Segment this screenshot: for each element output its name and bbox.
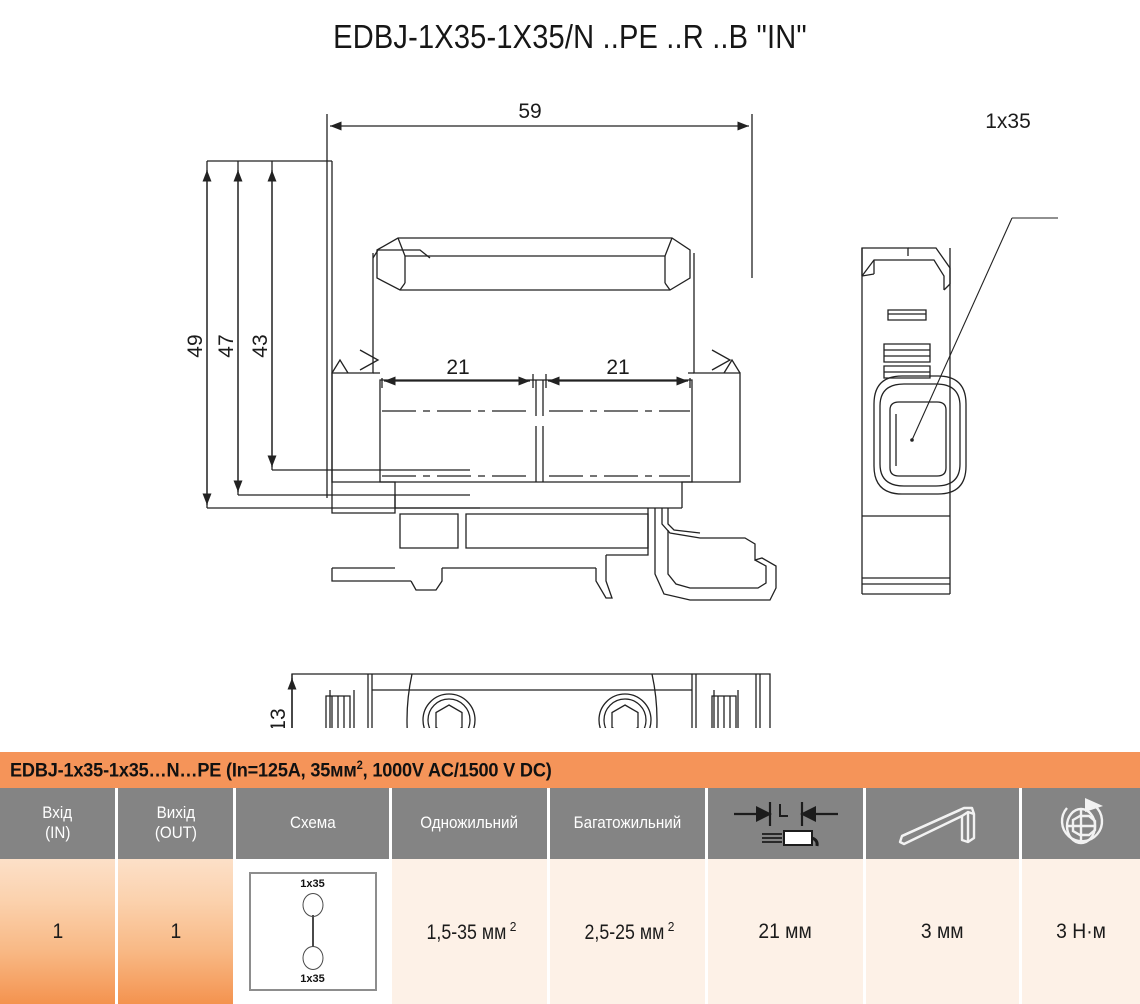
specification-table: EDBJ-1x35-1x35…N…PE (In=125A, 35мм2, 100… [0,752,1140,1004]
dim-21-right [545,374,691,388]
dim-49 [202,160,480,509]
dim-47 [233,161,470,496]
cell-output-count: 1 [118,859,236,1004]
schema-connection-line [311,915,314,948]
schema-terminal-bottom [302,946,323,970]
table-title-text: EDBJ-1x35-1x35…N…PE (In=125A, 35мм2, 100… [10,757,552,782]
column-header-hex-key [866,788,1022,859]
cell-input-count: 1 [0,859,118,1004]
schema-top-label: 1x35 [300,878,325,890]
column-header-multi-core: Багатожильний [550,788,708,859]
technical-drawing: 59 21 21 49 47 43 13 1x35 [0,78,1140,728]
schema-terminal-top [302,893,323,917]
cell-strip-length: 21 мм [708,859,866,1004]
torque-icon [1060,797,1104,844]
dim-label-47: 47 [215,334,238,357]
dim-label-49: 49 [184,334,207,357]
dim-label-21-left: 21 [446,356,469,379]
schema-diagram: 1x35 1x35 [248,872,377,991]
schema-bottom-label: 1x35 [300,973,325,985]
strip-length-icon [733,801,838,846]
cell-torque-value: 3 Н·м [1022,859,1140,1004]
column-header-torque [1022,788,1140,859]
cell-schema: 1x35 1x35 [236,859,392,1004]
dim-59 [326,114,753,498]
column-header-strip-length [708,788,866,859]
hex-key-icon [898,806,975,845]
dim-label-21-right: 21 [606,356,629,379]
cell-hex-key-size: 3 мм [866,859,1022,1004]
column-header-input: Вхід (IN) [0,788,118,859]
column-header-single-core: Одножильний [392,788,550,859]
side-view [861,217,1058,595]
column-header-output: Вихід (OUT) [118,788,236,859]
callout-label-1x35: 1x35 [985,110,1031,133]
page-title: EDBJ-1X35-1X35/N ..PE ..R ..B "IN" [333,18,807,55]
dim-label-43: 43 [249,334,272,357]
top-view [287,673,771,728]
column-header-schema: Схема [236,788,392,859]
dim-21-left [381,374,534,388]
dim-label-13: 13 [267,708,290,728]
table-header-row: Вхід (IN) Вихід (OUT) Схема Одножильний … [0,788,1140,859]
table-title-bar: EDBJ-1x35-1x35…N…PE (In=125A, 35мм2, 100… [0,752,1140,788]
dim-label-59: 59 [518,100,541,123]
dim-43 [267,161,470,471]
